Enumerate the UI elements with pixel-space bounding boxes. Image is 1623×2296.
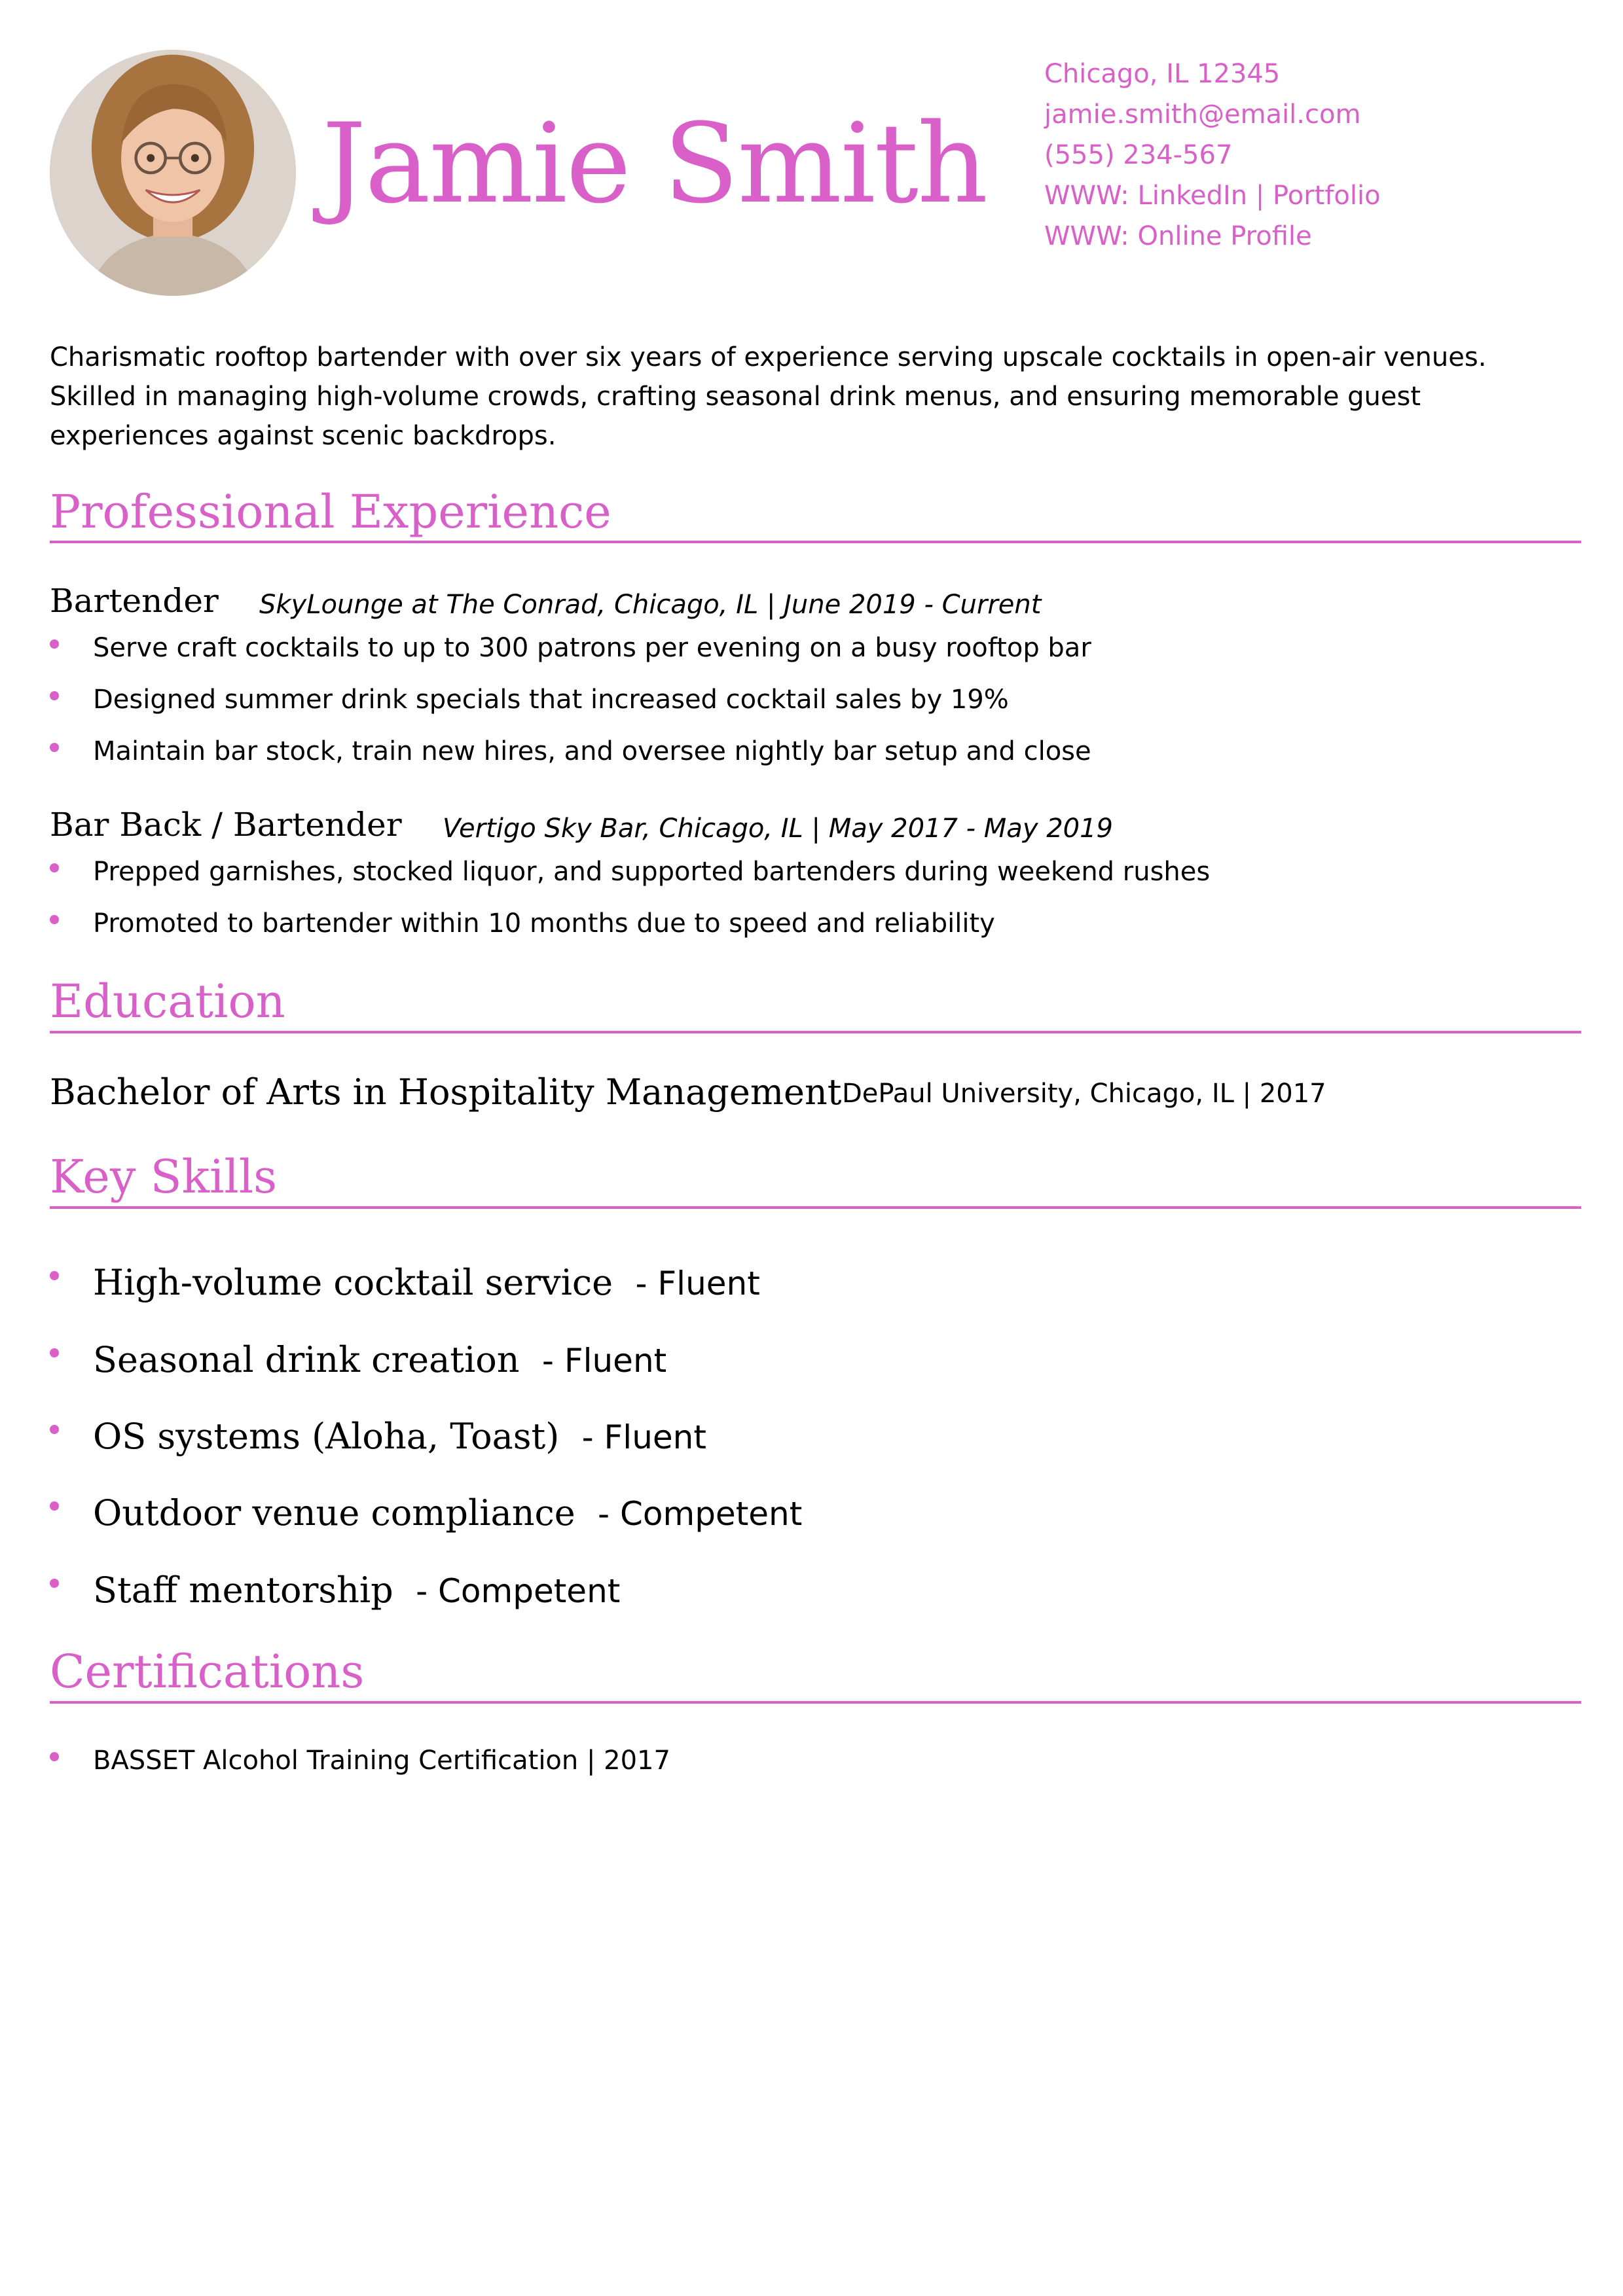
education-degree: Bachelor of Arts in Hospitality Manageme… [50, 1071, 842, 1113]
skill-name: Staff mentorship [93, 1570, 393, 1611]
skill-name: Outdoor venue compliance [93, 1492, 575, 1534]
bullet-icon [50, 1348, 59, 1357]
certification-text: BASSET Alcohol Training Certification | … [93, 1746, 670, 1776]
bullet-icon [50, 1579, 59, 1588]
contact-location: Chicago, IL 12345 [1044, 59, 1281, 89]
bullet-text: Designed summer drink specials that incr… [93, 685, 1009, 715]
job-meta: SkyLounge at The Conrad, Chicago, IL | J… [259, 590, 1042, 620]
skill-level: - Fluent [635, 1265, 760, 1302]
skill-name: Seasonal drink creation [93, 1339, 520, 1380]
bullet-icon [50, 1752, 59, 1761]
skill-name: OS systems (Aloha, Toast) [93, 1416, 560, 1457]
section-divider [50, 1701, 1581, 1704]
bullet-icon [50, 1501, 59, 1511]
summary-text: Charismatic rooftop bartender with over … [50, 342, 1487, 451]
contact-email[interactable]: jamie.smith@email.com [1044, 99, 1361, 130]
bullet-text: Prepped garnishes, stocked liquor, and s… [93, 857, 1211, 887]
job-title: Bar Back / Bartender [50, 806, 402, 844]
job-title: Bartender [50, 582, 219, 620]
contact-block: Chicago, IL 12345 jamie.smith@email.com … [1044, 54, 1381, 257]
skill-level: - Competent [416, 1572, 621, 1610]
skill-name: High-volume cocktail service [93, 1262, 613, 1303]
bullet-icon [50, 691, 59, 700]
experience-heading: Professional Experience [50, 485, 611, 539]
section-divider [50, 1206, 1581, 1209]
bullet-text: Serve craft cocktails to up to 300 patro… [93, 633, 1091, 663]
skill-level: - Fluent [541, 1342, 667, 1380]
bullet-icon [50, 639, 59, 649]
bullet-icon [50, 1425, 59, 1434]
skill-level: - Fluent [581, 1418, 706, 1456]
bullet-text: Promoted to bartender within 10 months d… [93, 908, 995, 939]
job-meta: Vertigo Sky Bar, Chicago, IL | May 2017 … [443, 814, 1114, 844]
contact-online-profile[interactable]: WWW: Online Profile [1044, 221, 1312, 251]
bullet-icon [50, 863, 59, 872]
contact-phone: (555) 234-567 [1044, 140, 1233, 170]
education-meta: DePaul University, Chicago, IL | 2017 [842, 1079, 1326, 1109]
education-heading: Education [50, 975, 285, 1028]
certifications-heading: Certifications [50, 1645, 365, 1698]
skill-level: - Competent [598, 1495, 803, 1533]
bullet-text: Maintain bar stock, train new hires, and… [93, 736, 1091, 766]
bullet-icon [50, 743, 59, 752]
skills-heading: Key Skills [50, 1150, 278, 1204]
profile-photo [50, 50, 296, 296]
contact-web-links[interactable]: WWW: LinkedIn | Portfolio [1044, 181, 1381, 211]
section-divider [50, 1031, 1581, 1033]
candidate-name: Jamie Smith [322, 99, 988, 228]
bullet-icon [50, 1271, 59, 1280]
section-divider [50, 541, 1581, 543]
bullet-icon [50, 915, 59, 924]
